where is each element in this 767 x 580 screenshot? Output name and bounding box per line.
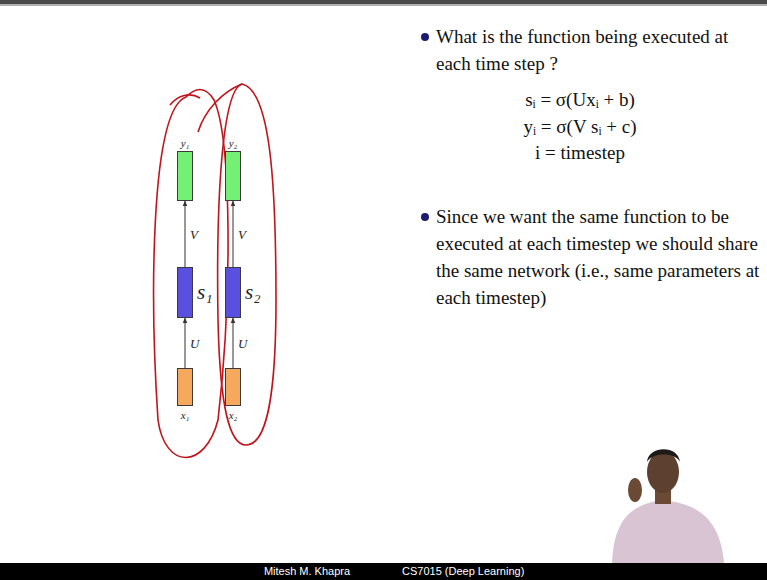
node-label: s₁ — [197, 282, 212, 303]
equation: sᵢ = σ(Uxᵢ + b) — [460, 88, 700, 112]
presenter-hair — [647, 449, 680, 462]
weight-label: U — [189, 337, 200, 350]
footer-author: Mitesh M. Khapra — [217, 565, 397, 578]
annotation-ellipse — [218, 84, 276, 445]
state-box: s₂ — [225, 267, 241, 318]
state-box: s₁ — [177, 267, 193, 318]
bullet-text: Since we want the same function to be ex… — [436, 203, 762, 311]
top-rule-shadow — [0, 4, 767, 6]
top-rule — [0, 0, 767, 4]
node-label: x₁ — [181, 410, 190, 421]
connector-arrow — [185, 201, 186, 267]
presenter-head — [647, 451, 679, 493]
equation: i = timestep — [460, 141, 700, 165]
node-label: y₁ — [181, 138, 190, 149]
presenter-hand — [628, 478, 642, 502]
connector-arrow — [185, 318, 186, 368]
weight-label: U — [237, 337, 248, 350]
weight-label: V — [189, 228, 199, 241]
footer-course: CS7015 (Deep Learning) — [402, 565, 572, 578]
weight-label: V — [237, 228, 247, 241]
presenter-shirt — [612, 500, 724, 563]
bullet-text: What is the function being executed at e… — [436, 23, 762, 77]
input-box: x₂ — [225, 368, 241, 406]
annotation-stroke — [170, 95, 200, 105]
annotation-stroke — [198, 84, 242, 132]
bullet — [421, 213, 429, 221]
footer-bar — [0, 563, 767, 580]
bullet — [421, 33, 429, 41]
connector-arrow — [233, 318, 234, 368]
node-label: x₂ — [229, 410, 238, 421]
output-box: y₁ — [177, 151, 193, 201]
equation: yᵢ = σ(V sᵢ + c) — [460, 115, 700, 139]
presenter-video — [612, 449, 724, 563]
connector-arrow — [233, 201, 234, 267]
input-box: x₁ — [177, 368, 193, 406]
node-label: s₂ — [245, 282, 260, 303]
output-box: y₂ — [225, 151, 241, 201]
node-label: y₂ — [229, 138, 238, 149]
